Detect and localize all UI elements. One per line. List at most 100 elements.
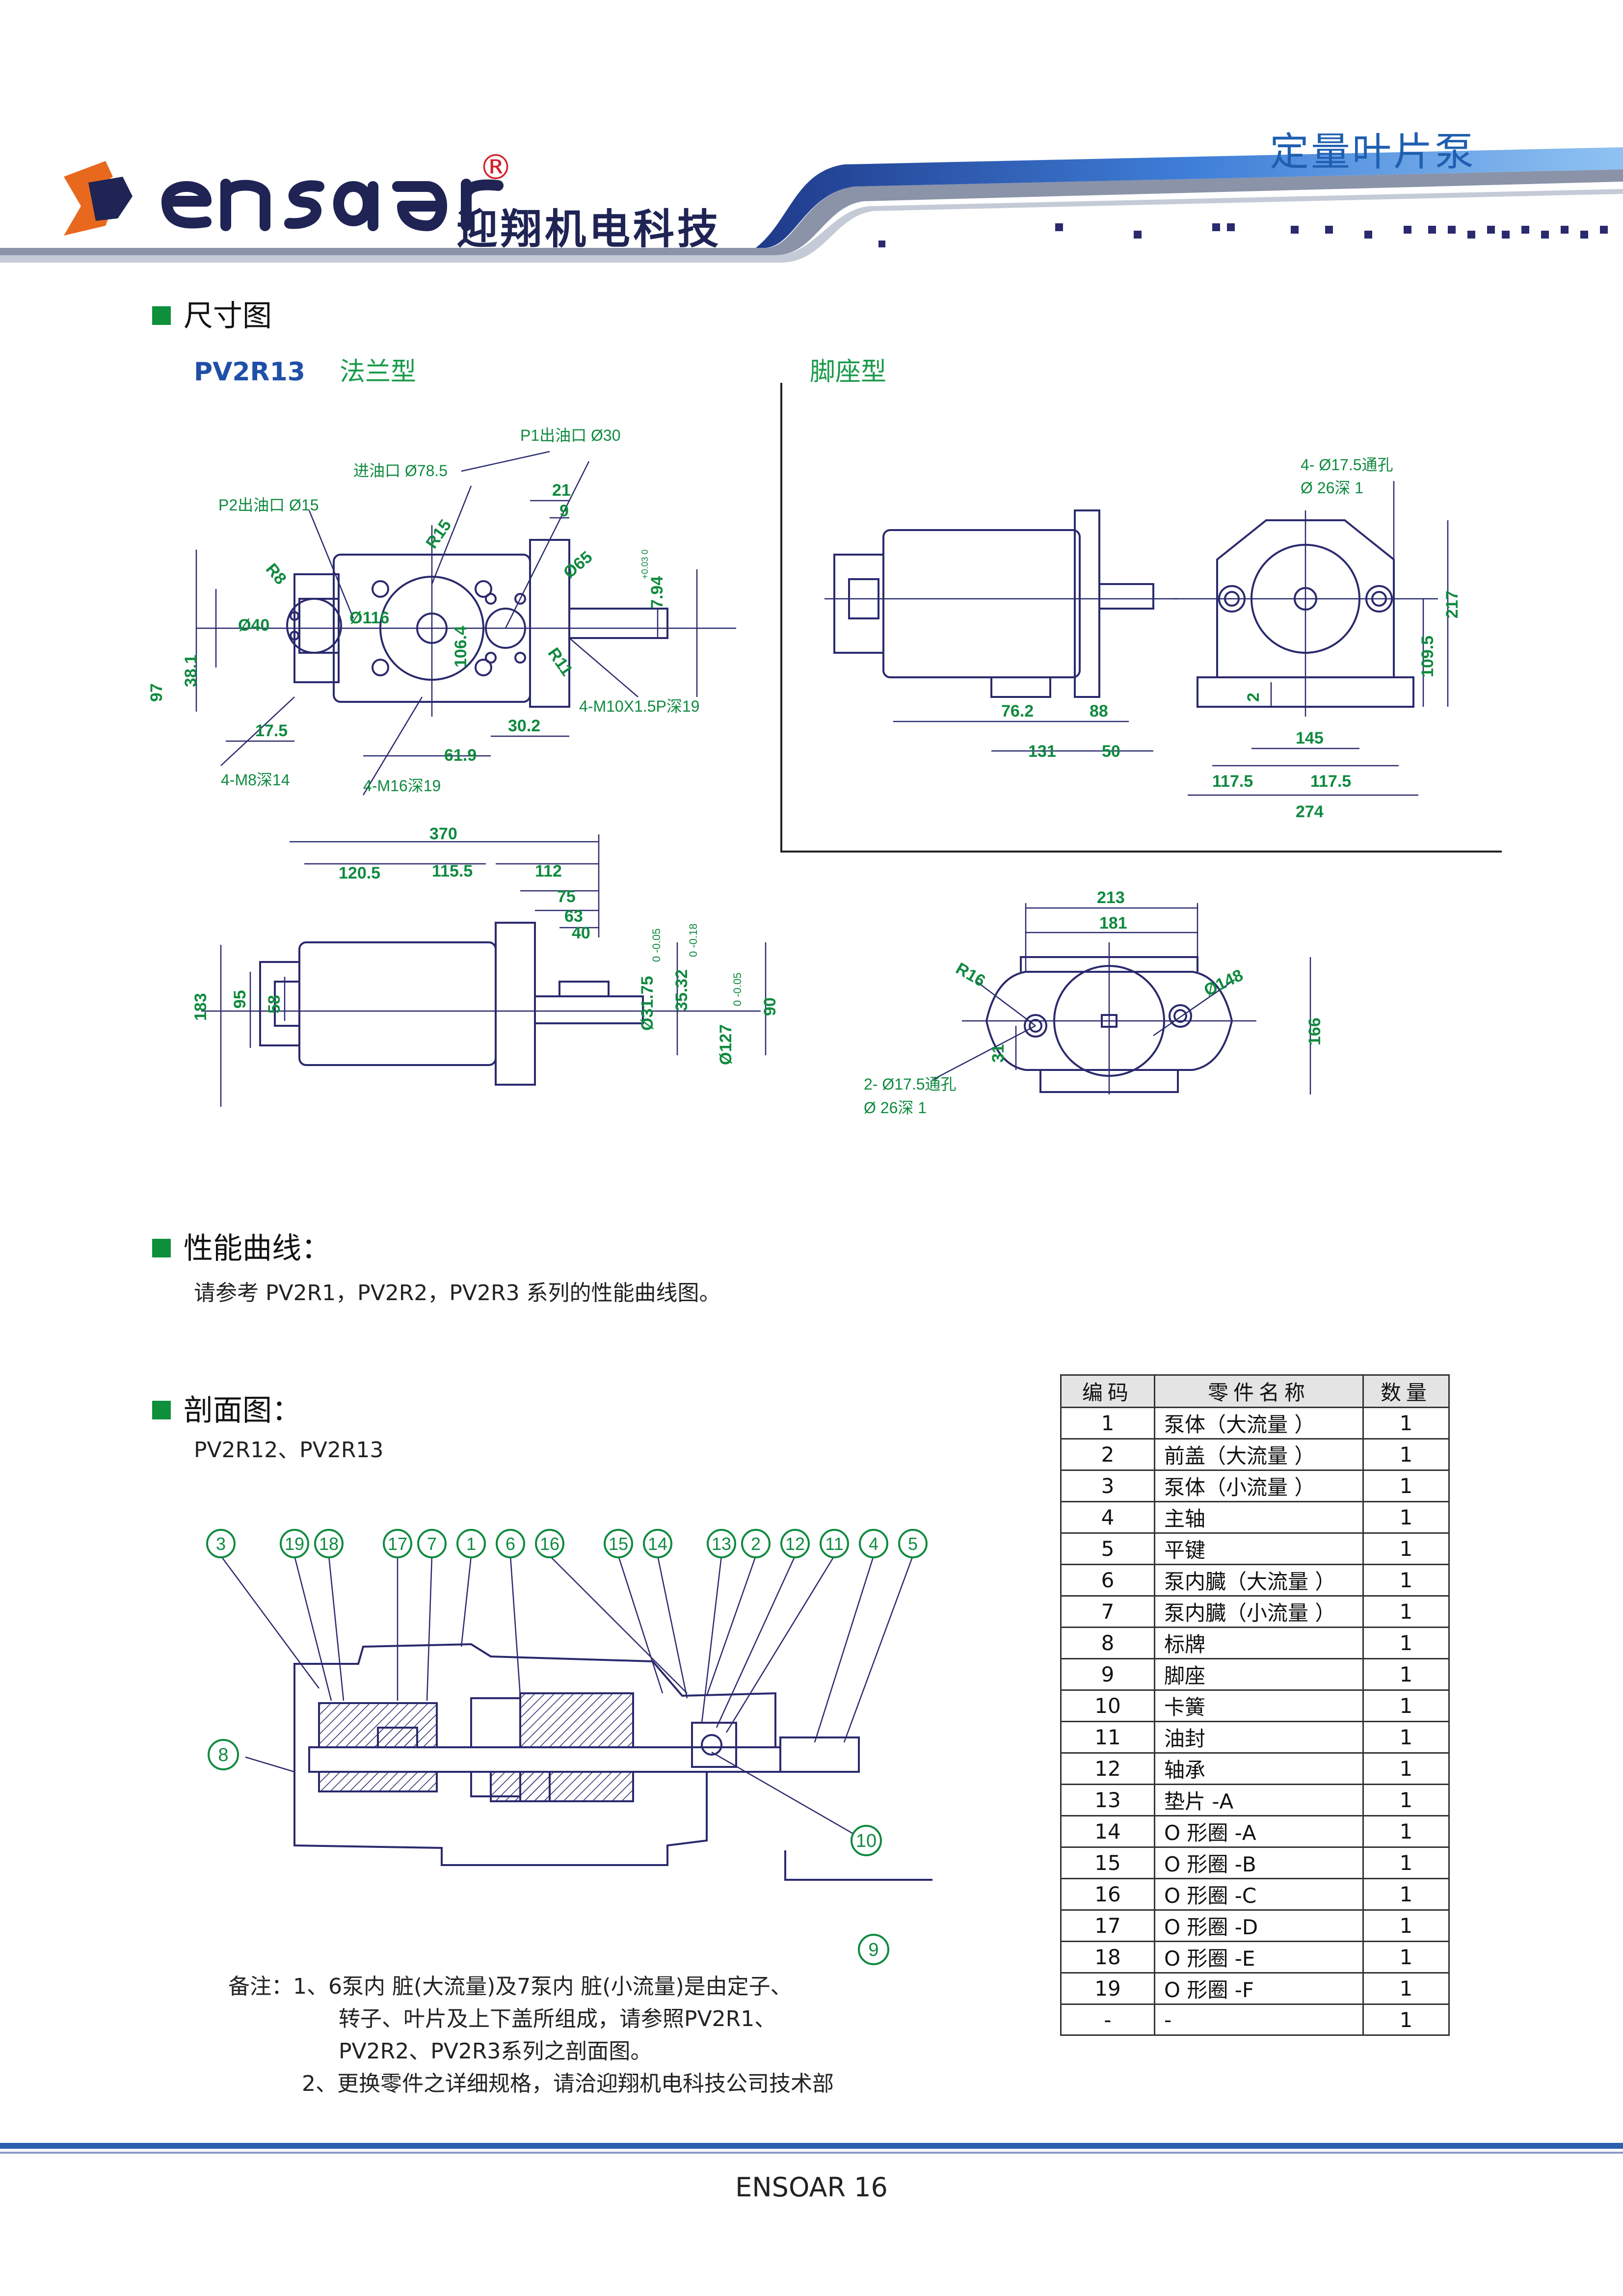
balloon-label: 9	[868, 1940, 878, 1960]
part-balloon: 14	[643, 1529, 672, 1558]
balloon-label: 4	[869, 1534, 878, 1554]
dim-120-5: 120.5	[339, 864, 380, 882]
part-qty-cell: 1	[1362, 1407, 1450, 1440]
dim-d40: Ø40	[238, 616, 269, 635]
part-balloon: 12	[780, 1529, 810, 1558]
dim-97: 97	[147, 683, 166, 702]
registered-mark: ®	[479, 147, 513, 187]
section-view-title: 剖面图：	[184, 1393, 301, 1428]
note-line-4: 2、更换零件之详细规格，请洽迎翔机电科技公司技术部	[302, 2071, 834, 2096]
dim-112: 112	[535, 862, 562, 881]
dimension-section-title: 尺寸图	[184, 299, 272, 333]
part-name-cell: O 形圈 -E	[1154, 1941, 1364, 1974]
dim-63: 63	[564, 907, 583, 926]
part-name-cell: -	[1154, 2003, 1364, 2036]
dim-106-4: 106.4	[452, 626, 470, 667]
part-no-cell: 9	[1060, 1658, 1155, 1691]
performance-section-heading: 性能曲线：	[152, 1225, 331, 1267]
part-no-cell: 14	[1060, 1815, 1155, 1848]
part-name-cell: 轴承	[1154, 1752, 1364, 1785]
dim-115-5: 115.5	[432, 862, 473, 881]
part-name-cell: 标牌	[1154, 1627, 1364, 1659]
part-name-cell: 脚座	[1154, 1658, 1364, 1691]
part-no-cell: 2	[1060, 1438, 1155, 1471]
foot-dim-217: 217	[1443, 590, 1462, 618]
dim-m8-thread: 4-M8深14	[221, 771, 290, 789]
part-no-cell: 13	[1060, 1784, 1155, 1816]
balloon-label: 16	[540, 1534, 559, 1554]
part-no-cell: 3	[1060, 1469, 1155, 1502]
dim-r11: R11	[544, 644, 576, 679]
part-qty-cell: 1	[1362, 1627, 1450, 1659]
dim-40b: 40	[572, 924, 590, 942]
flange-type-label: PV2R13 法兰型	[194, 351, 416, 388]
model-name: PV2R13	[194, 357, 305, 387]
part-qty-cell: 1	[1362, 1595, 1450, 1628]
part-balloon: 13	[707, 1529, 736, 1558]
balloon-label: 11	[825, 1534, 843, 1554]
part-name-cell: 垫片 -A	[1154, 1784, 1364, 1816]
end-dim-counterbore: Ø 26深 1	[864, 1099, 927, 1117]
foot-dim-88: 88	[1090, 702, 1108, 721]
part-name-cell: O 形圈 -F	[1154, 1972, 1364, 2005]
part-balloon: 11	[820, 1529, 849, 1558]
part-balloon: 9	[858, 1934, 889, 1965]
dim-9: 9	[559, 502, 569, 520]
part-balloon: 2	[741, 1529, 771, 1558]
header-swoosh	[0, 147, 1623, 263]
dim-35-32-tol: 0 -0.18	[687, 924, 699, 958]
balloon-label: 5	[908, 1534, 918, 1554]
part-name-cell: 平键	[1154, 1532, 1364, 1565]
part-qty-cell: 1	[1362, 1532, 1450, 1565]
dim-d127: Ø127	[717, 1024, 735, 1065]
part-no-cell: 15	[1060, 1846, 1155, 1879]
foot-dim-274: 274	[1296, 802, 1324, 821]
dim-75: 75	[557, 887, 576, 906]
foot-type-name: 脚座型	[810, 357, 887, 387]
dim-m10-thread: 4-M10X1.5P深19	[579, 697, 699, 715]
page-category-title: 定量叶片泵	[1270, 129, 1476, 175]
balloon-label: 10	[856, 1831, 877, 1851]
part-name-cell: 油封	[1154, 1721, 1364, 1754]
foot-dim-117-5a: 117.5	[1212, 772, 1253, 791]
brand-logo	[64, 161, 504, 236]
company-name-cn: 迎翔机电科技	[456, 205, 722, 253]
foot-dim-2: 2	[1244, 693, 1263, 702]
part-qty-cell: 1	[1362, 1721, 1450, 1754]
part-qty-cell: 1	[1362, 1972, 1450, 2005]
part-no-cell: 5	[1060, 1532, 1155, 1565]
dim-d31-75: Ø31.75	[638, 976, 657, 1031]
dim-95: 95	[231, 990, 249, 1009]
flange-type-name: 法兰型	[339, 357, 416, 387]
part-qty-cell: 1	[1362, 1941, 1450, 1974]
end-dim-31: 31	[989, 1044, 1008, 1063]
footer-page-label: ENSOAR 16	[735, 2172, 888, 2203]
part-qty-cell: 1	[1362, 1564, 1450, 1597]
part-qty-cell: 1	[1362, 1815, 1450, 1848]
dimension-section-heading: 尺寸图	[152, 292, 272, 335]
foot-dim-117-5b: 117.5	[1310, 772, 1351, 791]
part-no-cell: 12	[1060, 1752, 1155, 1785]
dim-30-2: 30.2	[508, 717, 540, 735]
header-part-name: 零件名称	[1154, 1374, 1364, 1408]
part-qty-cell: 1	[1362, 1469, 1450, 1502]
dim-7-94-tol: +0.03 0	[640, 549, 650, 579]
balloon-label: 19	[285, 1534, 304, 1554]
table-row: --1	[1060, 2003, 1450, 2036]
performance-section-title: 性能曲线：	[184, 1231, 331, 1266]
part-balloon: 15	[604, 1529, 633, 1558]
part-name-cell: 卡簧	[1154, 1689, 1364, 1722]
end-dim-181: 181	[1099, 914, 1127, 933]
end-dim-213: 213	[1097, 888, 1125, 907]
dim-p1-outlet: P1出油口 Ø30	[520, 427, 621, 444]
dim-370: 370	[429, 825, 457, 843]
dim-r8: R8	[262, 560, 290, 588]
